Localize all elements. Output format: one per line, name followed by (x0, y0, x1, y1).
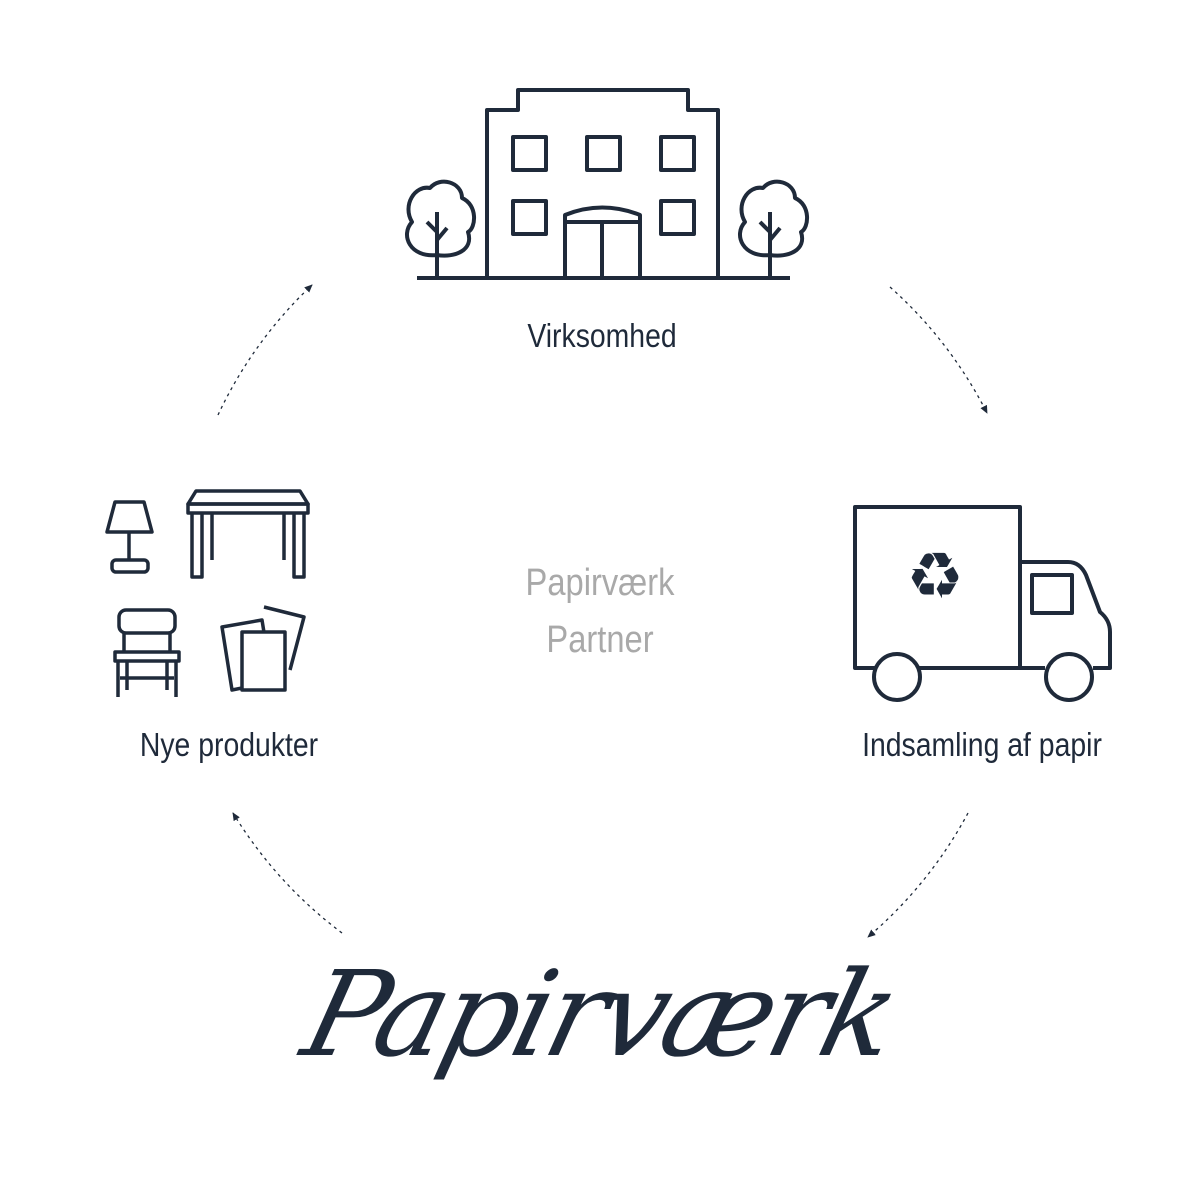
arrow-products-to-company (217, 284, 313, 416)
table-icon (186, 489, 310, 579)
furniture-products-icon (105, 489, 310, 697)
arrow-collection-to-papirvaerk (867, 812, 969, 938)
recycling-truck-icon (853, 505, 1112, 702)
arrow-company-to-collection (889, 286, 988, 414)
node-label-products: Nye produkter (139, 726, 319, 763)
lamp-icon (105, 500, 154, 574)
chair-icon (113, 608, 181, 697)
center-title-line2: Partner (546, 619, 654, 661)
node-label-company: Virksomhed (527, 317, 677, 354)
node-label-collection: Indsamling af papir (862, 726, 1102, 763)
recycle-icon: ♻ (906, 540, 963, 614)
papirvaerk-logo: Papirværk (290, 945, 910, 1083)
center-title-line1: Papirværk (525, 562, 675, 604)
papers-icon (220, 605, 306, 692)
arrow-papirvaerk-to-products (232, 812, 343, 934)
building-icon (405, 88, 809, 280)
